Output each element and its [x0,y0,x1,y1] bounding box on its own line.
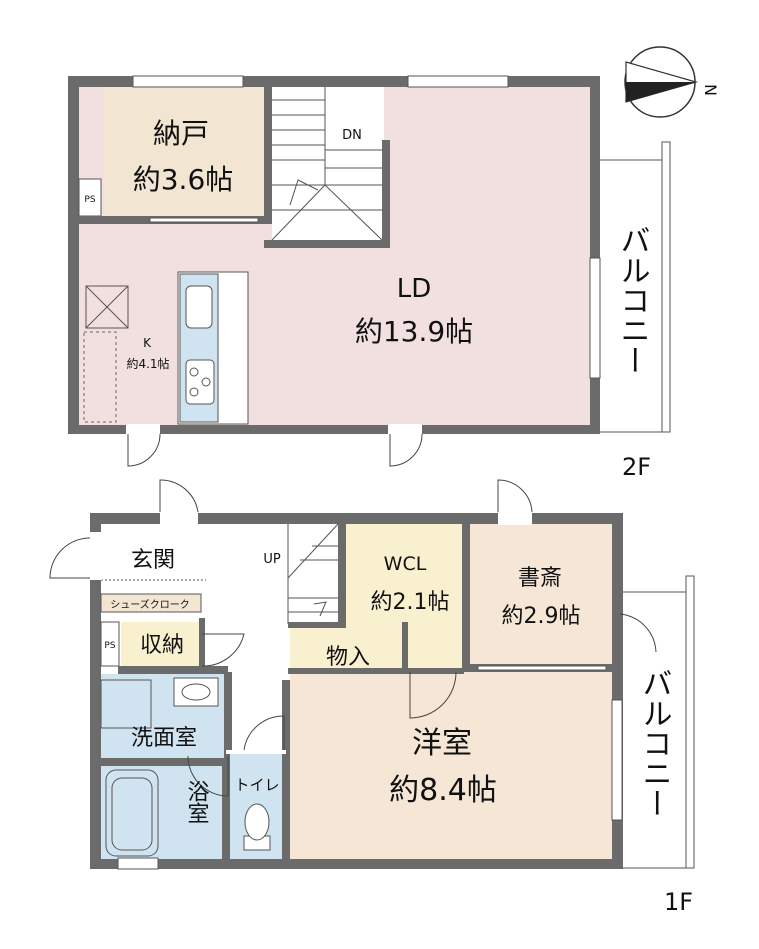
kitchen-name: K [143,336,152,350]
washing-machine-space [100,679,152,729]
burner-icon [201,377,211,387]
fridge-space [85,285,129,329]
stairs-south-wall [264,240,388,248]
stairwell-1f [288,524,344,624]
stair-treads-2f [271,87,383,241]
stairs-east-wall-1f [338,524,346,624]
floor-1: 玄関 シューズクローク PS 収納 洗面室 浴室 トイレ UP WCL 約2.1… [49,479,695,916]
fridge-cross [85,285,129,329]
floor-2: 納戸 約3.6帖 PS DN LD 約13.9帖 K 約4.1帖 バルコニー 2… [68,75,671,481]
stove-icon [185,359,215,405]
entrance-floor [101,524,206,592]
floor-label-2f: 2F [622,453,651,481]
bathtub-icon [105,769,159,857]
storage-east-wall [264,87,272,224]
bath-label: 浴室 [184,780,210,824]
balcony-2f-rail [661,141,671,433]
storage-sliding-door [149,217,259,223]
window-bath [117,857,159,870]
storage-room-size: 約3.6帖 [133,163,234,196]
window-2f-north-ld [407,75,509,88]
toilet-door-gap [226,750,286,754]
stairwell-2f [272,87,384,245]
western-room-name: 洋室 [412,726,472,761]
study-size: 約2.9帖 [502,604,581,629]
toilet-east-wall [282,680,290,859]
stair-treads-1f [287,523,344,624]
kitchen-cupboard-dashed [83,331,117,423]
washroom-label: 洗面室 [131,726,197,751]
ps-box-1f [100,621,120,667]
compass-label: N [701,84,720,96]
closet-east-wall [402,622,408,682]
study-name: 書斎 [518,566,562,591]
toilet-label: トイレ [234,776,279,794]
bath-east-wall [222,764,230,859]
closet-label: 物入 [326,645,370,670]
ld-name: LD [397,274,432,304]
burner-icon [189,367,199,377]
window-2f-north [132,75,244,88]
compass: N [624,46,720,118]
stairs-east-wall [382,140,390,248]
shoe-closet [100,593,202,613]
wcl-name: WCL [384,553,427,575]
ps-label-1f: PS [104,641,115,651]
toilet-icon [244,803,270,841]
shoe-closet-label: シューズクローク [110,598,190,611]
storage-south-wall-1f [118,666,228,674]
doors-2f [126,424,423,467]
storage-east-wall-1f [199,618,205,668]
wcl-size: 約2.1帖 [371,590,450,615]
storage-room-floor [103,87,264,216]
north-arrow-fill [626,82,696,102]
balcony-door-2f [589,257,601,379]
western-room-size: 約8.4帖 [389,773,497,808]
study-floor [470,524,612,666]
sink-icon [185,285,213,329]
floor-label-1f: 1F [664,888,693,916]
storage-room-name: 納戸 [153,117,209,150]
study-sliding-door [477,665,607,671]
balcony-label-2f: バルコニー [615,225,650,375]
washroom-south-wall [101,758,232,766]
storage-1f-floor [121,622,201,666]
balcony-label-1f: バルコニー [637,668,672,818]
kitchen-size: 約4.1帖 [126,356,169,371]
balcony-door-1f [611,699,623,821]
wash-basin-icon [173,677,219,707]
western-room-floor [290,672,612,859]
ld-size: 約13.9帖 [355,315,473,348]
burner-icon [189,387,199,397]
ps-label-2f: PS [84,195,95,205]
washroom-east-wall [224,672,232,762]
stairs-label-1f: UP [263,552,281,567]
doors-1f [49,479,657,797]
bathtub-inner [111,777,153,851]
storage-label-1f: 収納 [140,633,184,658]
wcl-east-wall [462,524,470,674]
entrance-label: 玄関 [131,548,175,573]
balcony-1f-rail [685,575,695,869]
basin-bowl-icon [181,683,211,701]
western-north-wall [288,668,464,674]
stairs-label-2f: DN [342,128,362,143]
